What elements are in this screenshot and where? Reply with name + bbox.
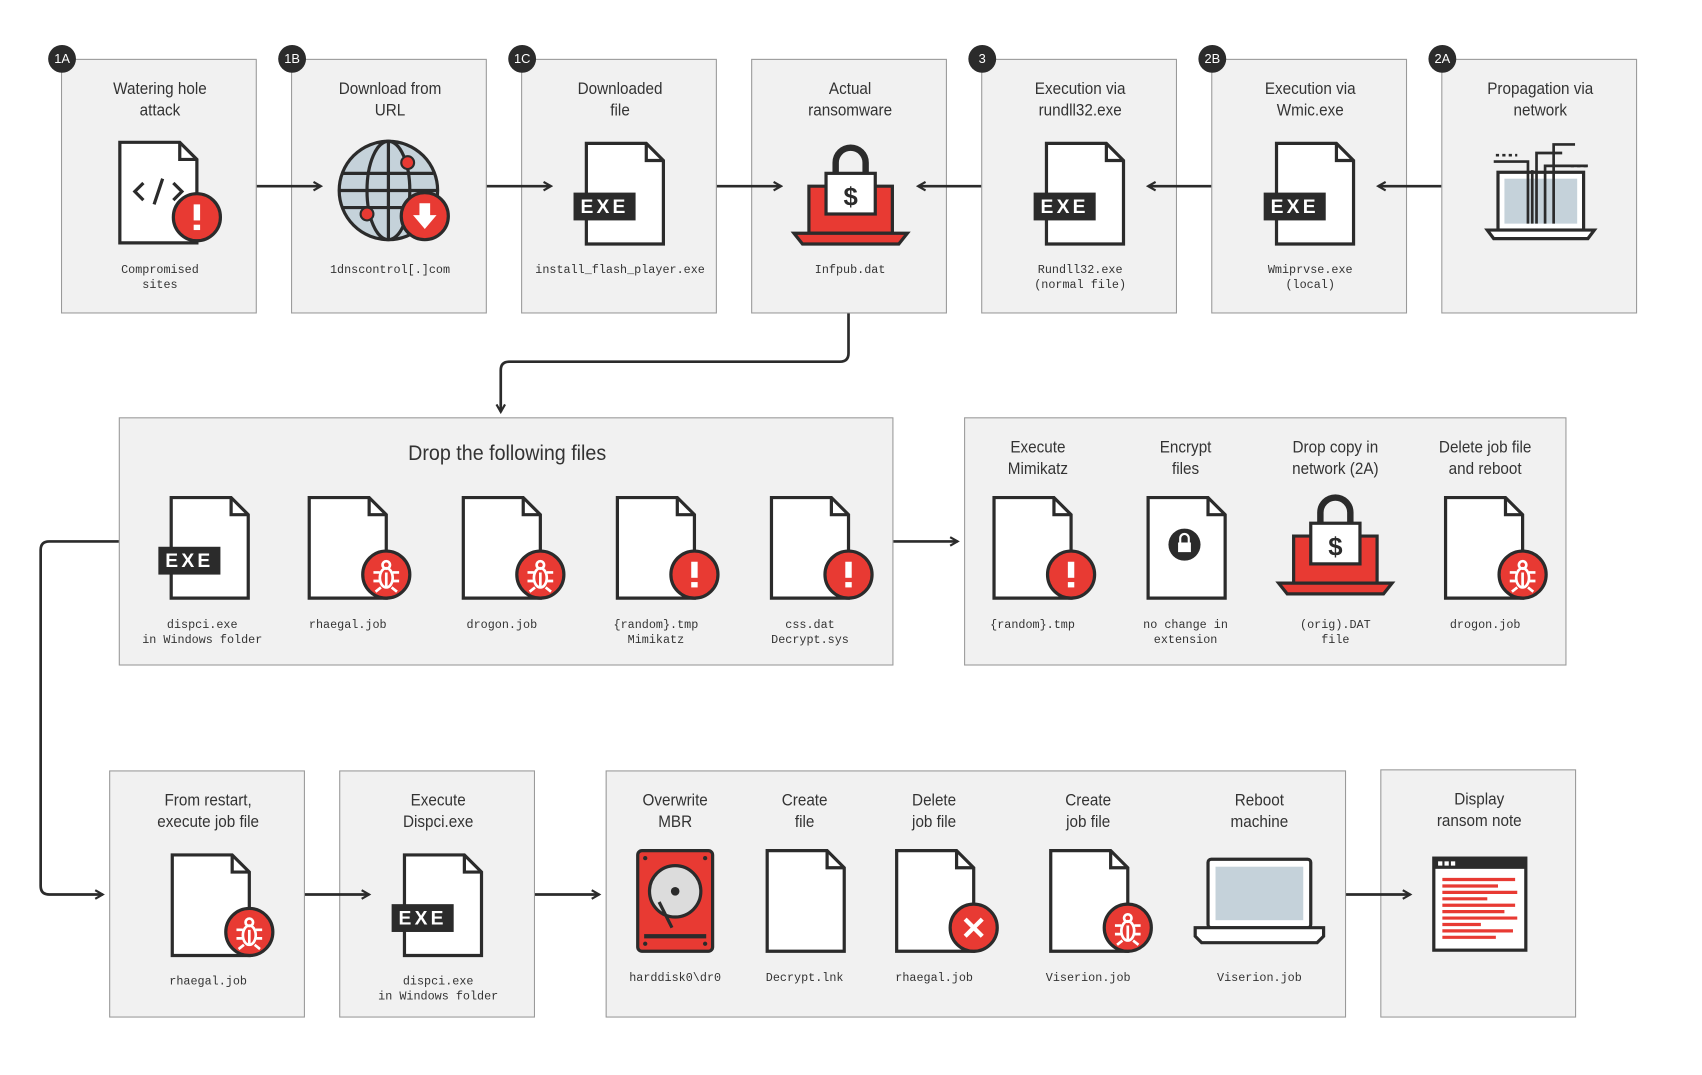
svg-text:EXE: EXE (580, 197, 628, 218)
step-badge: 2B (1198, 44, 1227, 73)
section-title: Drop the following files (408, 441, 607, 466)
step-badge: 2A (1428, 44, 1457, 73)
svg-text:EXE: EXE (1041, 197, 1089, 218)
step-title: From restart, execute job file (157, 791, 260, 832)
step-caption: install_flash_player.exe (535, 264, 705, 278)
action-title: Delete job file and reboot (1438, 438, 1532, 479)
step-caption: Compromised sites (121, 264, 199, 293)
step-title: Execution via Wmic.exe (1264, 80, 1356, 120)
step-downloaded-file: Downloaded file EXE install_flash_player… (521, 58, 717, 314)
step-execution-wmic: Execution via Wmic.exe EXE Wmiprvse.exe … (1211, 58, 1408, 314)
action-title: Reboot machine (1230, 791, 1289, 832)
step-title: Execution via rundll32.exe (1034, 80, 1126, 120)
display-ransom-note: Display ransom note (1380, 769, 1577, 1018)
svg-text:EXE: EXE (399, 908, 447, 929)
network-laptop-icon (1484, 143, 1598, 241)
step-title: Execute Dispci.exe (402, 791, 474, 832)
step-watering-hole: Watering hole attack Compromised sites (60, 58, 257, 314)
step-badge: 1A (48, 44, 76, 73)
code-file-alert-icon (118, 140, 223, 245)
exe-file-icon: EXE (1263, 141, 1356, 246)
step-title: Display ransom note (1436, 790, 1522, 831)
exe-file-icon: EXE (1033, 141, 1126, 246)
action-caption: harddisk0\dr0 (629, 972, 722, 986)
bug-file-icon (307, 495, 412, 600)
action-title: Delete job file (912, 791, 957, 832)
exe-file-icon: EXE (573, 141, 666, 246)
step-title: Watering hole attack (113, 80, 207, 120)
post-drop-actions-group: Execute Mimikatz {random}.tmp Encrypt fi… (964, 417, 1567, 666)
drop-files-group: Drop the following files EXE dispci.exe … (118, 417, 894, 666)
step-badge: 3 (968, 44, 997, 73)
ransom-note-window-icon (1432, 856, 1528, 952)
alert-file-icon (769, 495, 874, 600)
restart-execute-job: From restart, execute job file rhaegal.j… (109, 770, 305, 1018)
step-badge: 1C (508, 44, 537, 73)
delete-file-icon (895, 849, 999, 953)
step-caption: 1dnscontrol[.]com (329, 264, 451, 278)
bug-file-icon (1049, 849, 1153, 953)
action-caption: Viserion.job (1217, 972, 1302, 986)
action-title: Encrypt files (1159, 438, 1212, 479)
blank-file-icon (765, 849, 846, 953)
step-caption: Rundll32.exe (normal file) (1034, 264, 1127, 293)
action-caption: (orig).DAT file (1300, 619, 1371, 648)
exe-file-icon: EXE (391, 853, 484, 958)
action-caption: Decrypt.lnk (765, 972, 844, 986)
hard-disk-icon (636, 849, 715, 953)
action-title: Create file (781, 791, 828, 832)
step-actual-ransomware: Actual ransomware $ Infpub.dat (751, 58, 947, 314)
arrow-ransomware-to-drop (501, 313, 850, 412)
alert-file-icon (615, 495, 720, 600)
bug-file-icon (461, 495, 566, 600)
svg-text:$: $ (844, 183, 858, 211)
action-title: Drop copy in network (2A) (1292, 438, 1379, 479)
step-caption: Infpub.dat (814, 264, 886, 278)
globe-download-icon (337, 139, 450, 242)
step-title: Actual ransomware (808, 80, 893, 120)
step-caption: Wmiprvse.exe (local) (1267, 264, 1353, 293)
action-title: Create job file (1065, 791, 1112, 832)
payload-actions-group: Overwrite MBR harddisk0\dr0 Create file … (605, 770, 1347, 1018)
step-title: Downloaded file (577, 80, 663, 120)
step-title: Propagation via network (1487, 80, 1594, 120)
action-caption: rhaegal.job (895, 972, 973, 986)
step-badge: 1B (278, 44, 307, 73)
step-caption: dispci.exe in Windows folder (378, 975, 499, 1004)
bug-file-icon (1443, 495, 1548, 600)
laptop-icon (1193, 857, 1326, 945)
action-caption: no change in extension (1143, 619, 1228, 648)
bug-file-icon (170, 853, 275, 958)
action-caption: {random}.tmp (990, 619, 1075, 633)
file-caption: drogon.job (466, 619, 538, 633)
locked-laptop-ransom-icon: $ (1275, 494, 1396, 596)
step-caption: rhaegal.job (169, 975, 247, 989)
action-title: Execute Mimikatz (1007, 438, 1068, 479)
execute-dispci: Execute Dispci.exe EXE dispci.exe in Win… (339, 770, 535, 1018)
alert-file-icon (992, 495, 1097, 600)
action-caption: drogon.job (1449, 619, 1521, 633)
step-execution-rundll32: Execution via rundll32.exe EXE Rundll32.… (981, 58, 1177, 314)
step-download-url: Download from URL 1dnscontrol[.]com (291, 58, 487, 314)
arrow-drop-to-restart (39, 540, 119, 894)
step-title: Download from URL (338, 80, 442, 120)
locked-laptop-ransom-icon: $ (790, 144, 911, 246)
file-caption: css.dat Decrypt.sys (771, 619, 849, 648)
svg-text:EXE: EXE (1271, 197, 1319, 218)
step-propagation-network: Propagation via network (1441, 58, 1638, 314)
action-caption: Viserion.job (1045, 972, 1131, 986)
file-caption: {random}.tmp Mimikatz (613, 619, 699, 648)
lock-file-icon (1146, 495, 1227, 600)
svg-text:EXE: EXE (165, 551, 213, 572)
exe-file-icon: EXE (158, 495, 250, 600)
svg-text:$: $ (1328, 533, 1342, 561)
action-title: Overwrite MBR (642, 791, 708, 832)
file-caption: rhaegal.job (308, 619, 387, 633)
file-caption: dispci.exe in Windows folder (142, 619, 263, 648)
